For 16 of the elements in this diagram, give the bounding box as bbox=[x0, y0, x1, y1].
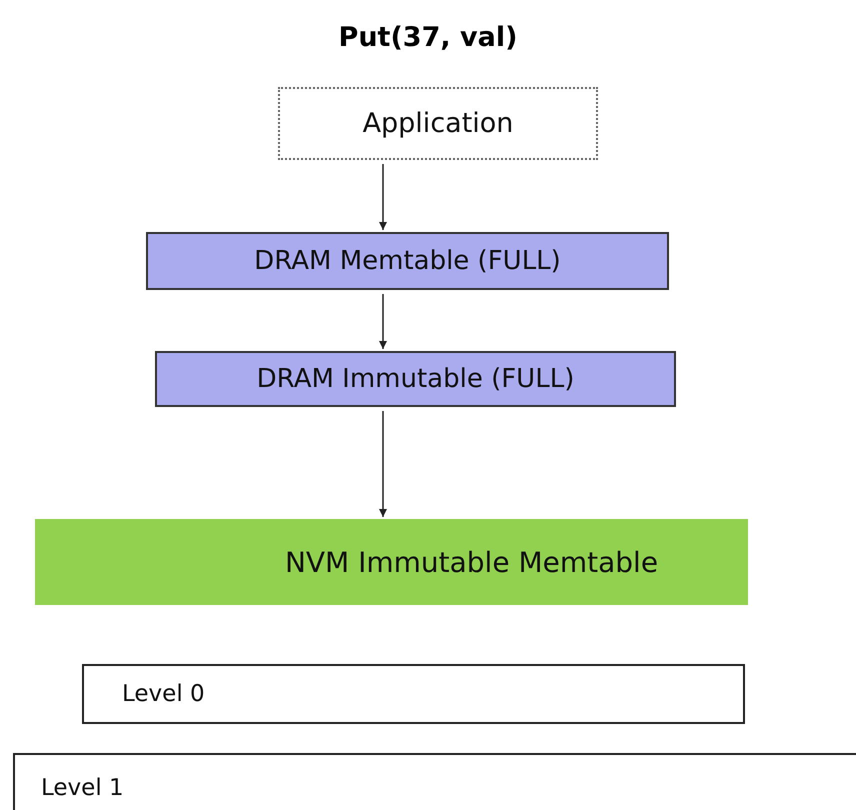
box-label: DRAM Memtable (FULL) bbox=[254, 246, 561, 276]
level-box bbox=[13, 753, 856, 810]
storage-band bbox=[35, 519, 748, 605]
arrow bbox=[379, 164, 387, 230]
diagram-title: Put(37, val) bbox=[338, 22, 518, 53]
box-label: DRAM Immutable (FULL) bbox=[256, 364, 574, 394]
level-box bbox=[82, 664, 745, 724]
box-label: Level 1 bbox=[41, 775, 124, 801]
memory-block bbox=[155, 351, 676, 407]
box-label: Level 0 bbox=[122, 681, 205, 707]
arrow bbox=[379, 411, 387, 517]
box-label: NVM Immutable Memtable bbox=[284, 546, 658, 578]
process-box bbox=[278, 87, 598, 160]
box-label: Application bbox=[362, 108, 514, 139]
memory-block bbox=[146, 232, 669, 290]
arrow bbox=[379, 294, 387, 349]
